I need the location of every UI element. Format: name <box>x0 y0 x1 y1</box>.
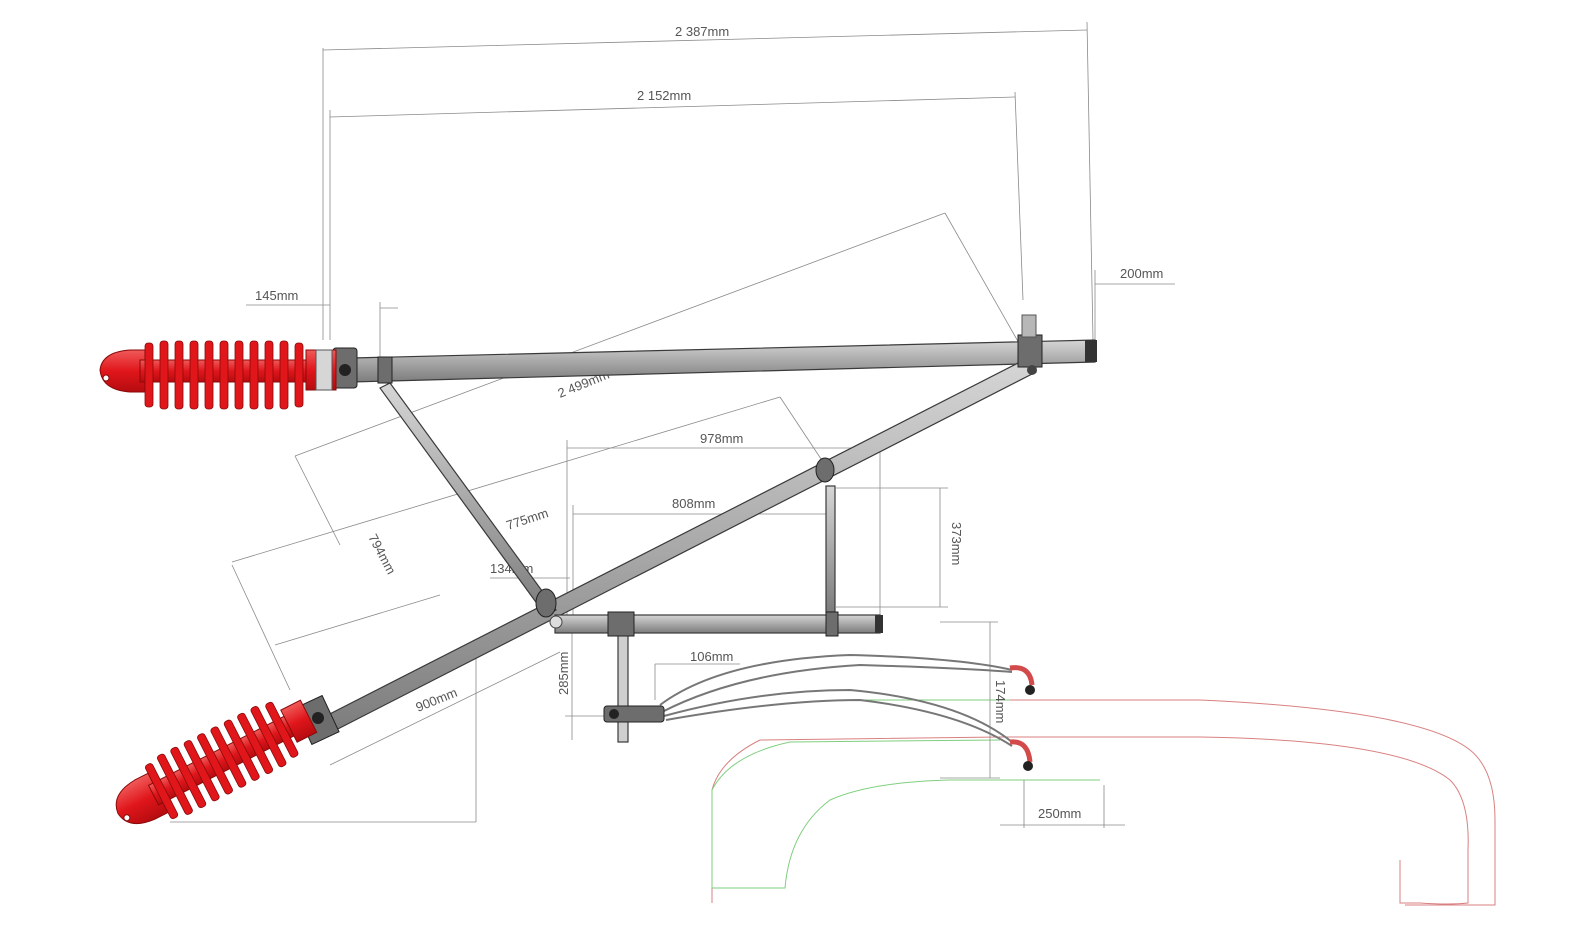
dim-373: 373mm <box>949 522 964 565</box>
upper-contact-wire <box>1025 685 1035 695</box>
dim-106: 106mm <box>690 649 733 664</box>
hanger-clamp-bolt <box>609 709 619 719</box>
dim-285: 285mm <box>556 652 571 695</box>
upper-insulator-sheds <box>144 340 304 410</box>
strut-tube <box>379 382 557 617</box>
lower-insulator-bolt <box>312 712 324 724</box>
upper-right-clamp <box>1017 334 1043 368</box>
lower-joint-clamp <box>535 588 557 618</box>
diagonal-mid-clamp <box>815 457 835 483</box>
lower-joint-pin <box>549 615 563 629</box>
dim-900: 900mm <box>414 685 460 715</box>
dim-174: 174mm <box>993 680 1008 723</box>
gauge-profile-green <box>711 699 1100 889</box>
hanger-stem <box>617 631 629 743</box>
dim-145: 145mm <box>255 288 298 303</box>
hanger-clamp <box>603 705 665 723</box>
dim-808: 808mm <box>672 496 715 511</box>
lower-tube-cap <box>875 615 883 633</box>
upper-right-bracket <box>1021 314 1037 338</box>
upper-right-pin <box>1027 365 1037 375</box>
upper-insulator <box>99 340 337 410</box>
lower-tube-clamp-1 <box>607 611 635 637</box>
lower-tube-clamp-2 <box>825 611 839 637</box>
lower-insulator <box>115 699 318 825</box>
dim-978: 978mm <box>700 431 743 446</box>
lower-insulator-sheds <box>144 701 299 820</box>
tubes <box>313 339 1097 743</box>
upper-strut-clamp <box>377 356 393 384</box>
vertical-dropper-tube <box>825 485 836 613</box>
upper-wire-clamp <box>1009 665 1035 686</box>
lower-contact-wire <box>1023 761 1033 771</box>
clamps <box>294 314 1043 746</box>
upper-tube-cap <box>1085 340 1097 362</box>
main-diagonal-tube <box>313 359 1038 736</box>
dim-775: 775mm <box>504 505 550 533</box>
dim-2152: 2 152mm <box>637 88 691 103</box>
upper-left-clamp-bolt <box>339 364 351 376</box>
dim-200: 200mm <box>1120 266 1163 281</box>
dim-2387: 2 387mm <box>675 24 729 39</box>
gauge-profile-red <box>711 699 1496 906</box>
steady-arm-clamps <box>1009 665 1035 771</box>
registration-arms <box>659 653 1013 747</box>
upper-tube <box>351 339 1096 383</box>
dim-250: 250mm <box>1038 806 1081 821</box>
dim-794: 794mm <box>365 531 399 576</box>
lower-wire-clamp <box>1009 739 1033 763</box>
